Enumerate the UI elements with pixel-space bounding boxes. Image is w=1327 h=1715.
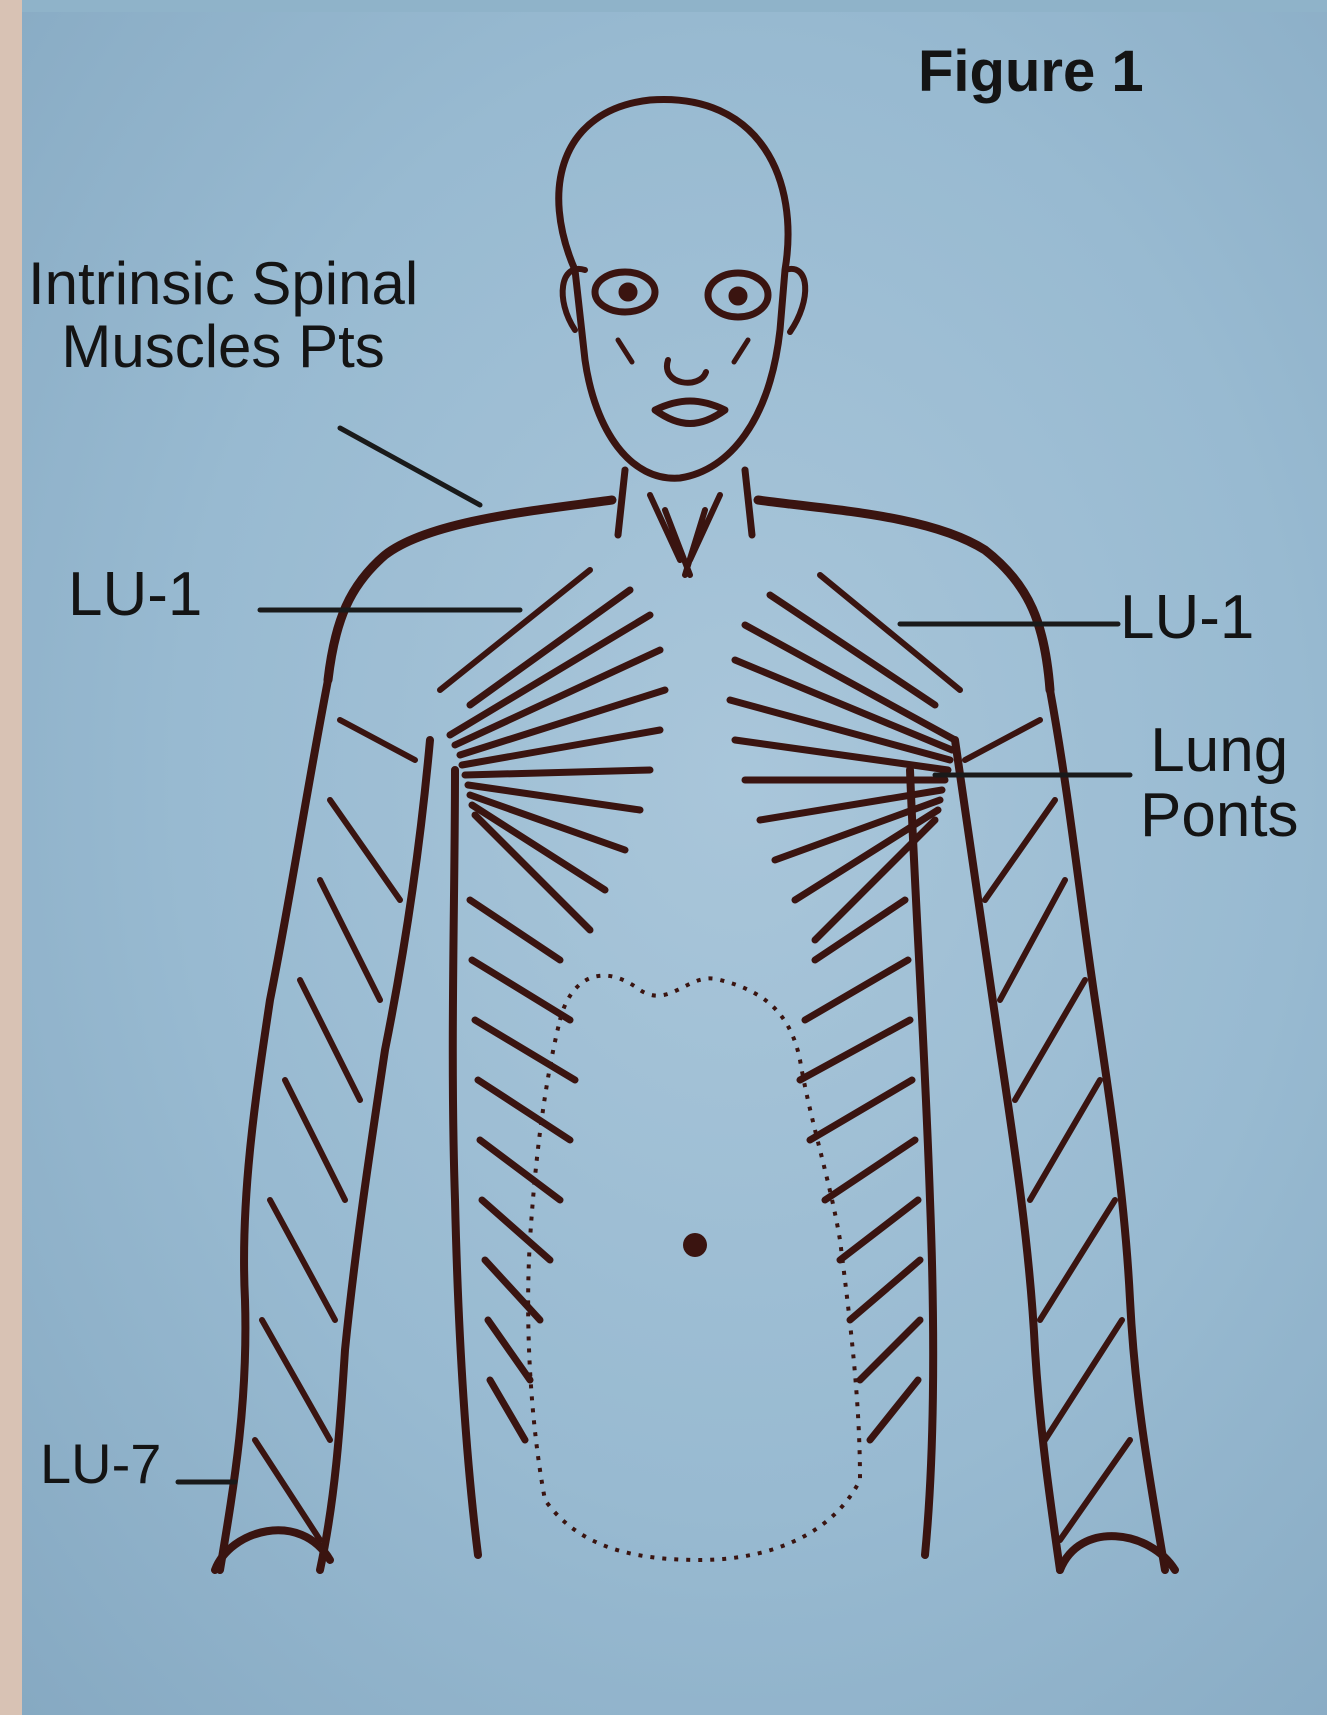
lung-points-label-line1: Lung	[1140, 718, 1299, 783]
figure-title: Figure 1	[918, 42, 1144, 103]
navel	[683, 1233, 707, 1257]
right-ear	[785, 269, 805, 332]
lung-points-label: Lung Ponts	[1140, 718, 1299, 848]
right-shoulder	[758, 500, 1050, 690]
abdomen-dotted-outline	[528, 976, 860, 1560]
right-torso-side	[910, 770, 933, 1555]
lu7-label: LU-7	[40, 1435, 161, 1494]
lung-points-label-line2: Ponts	[1140, 783, 1299, 848]
mouth	[655, 401, 725, 424]
intrinsic-spinal-label-line2: Muscles Pts	[28, 315, 418, 378]
isp-leader-line	[340, 428, 480, 505]
nose	[667, 360, 706, 383]
intrinsic-spinal-label: Intrinsic Spinal Muscles Pts	[28, 252, 418, 378]
intrinsic-spinal-label-line1: Intrinsic Spinal	[28, 252, 418, 315]
lu1-left-label: LU-1	[68, 562, 202, 627]
left-arm-outer	[220, 680, 328, 1570]
lu1-right-label: LU-1	[1120, 585, 1254, 650]
left-torso-side	[453, 770, 478, 1555]
